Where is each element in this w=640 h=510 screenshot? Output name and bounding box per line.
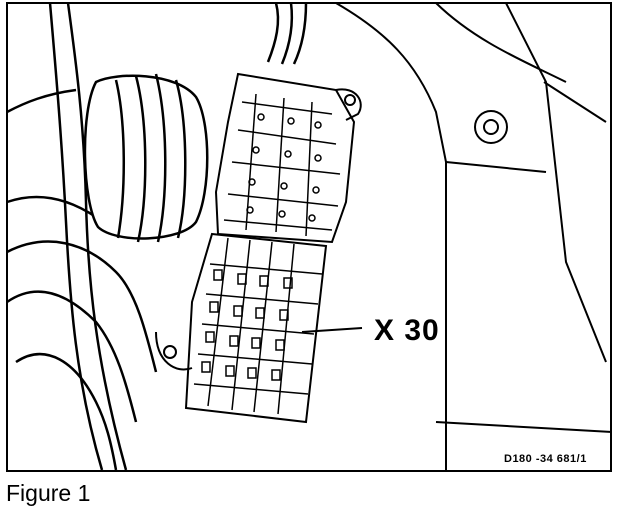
leader-line (301, 327, 363, 333)
connector-pins-lower (193, 237, 323, 415)
line-drawing (6, 2, 612, 472)
rubber-boot (83, 73, 209, 243)
figure-panel: X 30 D180 -34 681/1 (6, 2, 612, 472)
component-label: X 30 (374, 314, 440, 347)
wiring-harness (6, 2, 308, 471)
connector-pins-upper (223, 93, 341, 237)
reference-code: D180 -34 681/1 (504, 453, 587, 465)
panel-hole (474, 110, 508, 144)
body-panel (335, 2, 612, 470)
figure-caption: Figure 1 (6, 480, 91, 506)
